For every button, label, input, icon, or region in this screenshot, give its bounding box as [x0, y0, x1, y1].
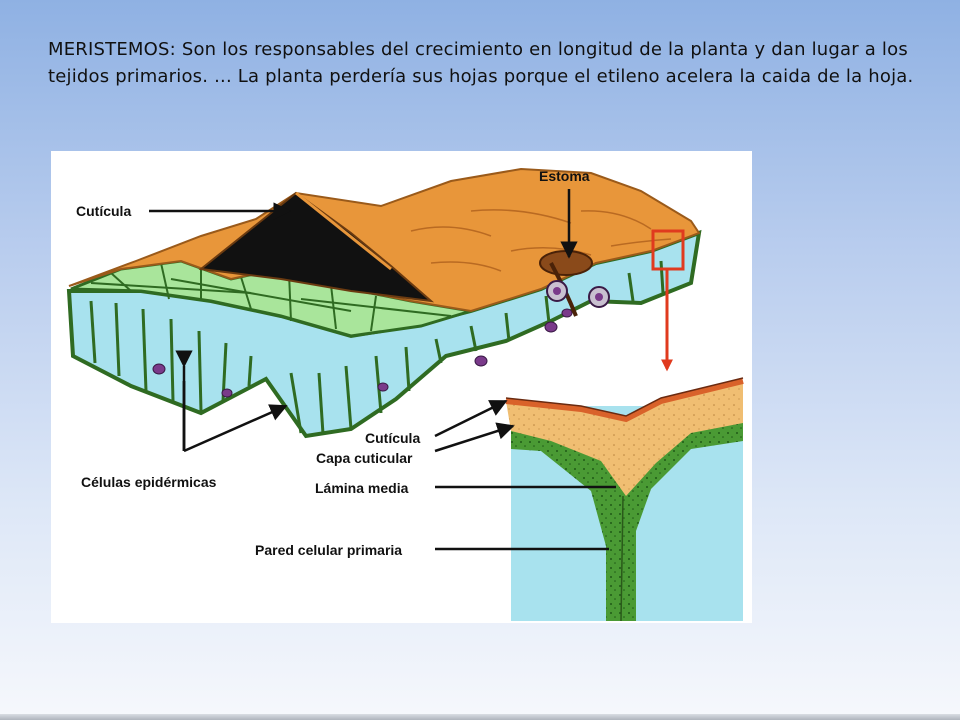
slide-text: MERISTEMOS: Son los responsables del cre… — [48, 39, 914, 87]
cell-wall-detail — [505, 377, 744, 622]
label-cuticula-detail: Cutícula — [365, 430, 420, 446]
label-estoma: Estoma — [539, 168, 590, 184]
label-celulas-epidermicas: Células epidérmicas — [81, 474, 217, 490]
label-capa-cuticular: Capa cuticular — [316, 450, 413, 466]
label-lamina-media: Lámina media — [315, 480, 409, 496]
slide-bottom-bar — [0, 714, 960, 720]
leaf-epidermis-diagram: Cutícula Estoma Cutícula Capa cuticular … — [51, 151, 752, 623]
label-cuticula-top: Cutícula — [76, 203, 131, 219]
diagram-svg: Cutícula Estoma Cutícula Capa cuticular … — [66, 167, 744, 622]
stoma — [539, 250, 610, 317]
cuticle-texture — [410, 209, 672, 272]
peeled-cuticle — [198, 191, 435, 303]
epidermis-front-wall — [66, 229, 702, 439]
label-pared-celular-primaria: Pared celular primaria — [255, 542, 402, 558]
